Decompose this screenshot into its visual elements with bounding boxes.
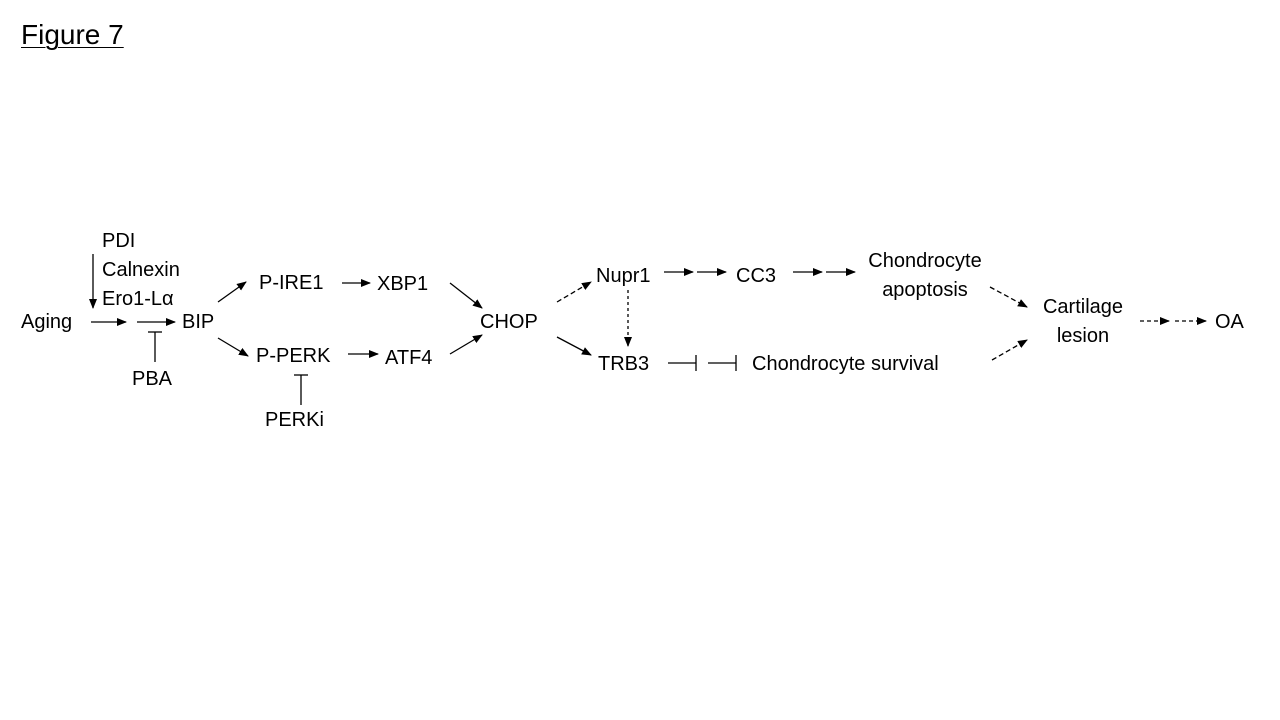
arrow-bip-to-pire1 [217, 281, 247, 303]
node-bip: BIP [182, 311, 215, 333]
node-cartilage-line2: lesion [1056, 325, 1110, 347]
node-ero1: Ero1-Lα [102, 288, 174, 310]
arrow-bip-to-pperk [217, 337, 249, 357]
node-atf4: ATF4 [385, 347, 433, 369]
node-apoptosis: Chondrocyte apoptosis [845, 249, 1005, 302]
arrow-chop-to-trb3 [556, 336, 592, 356]
node-chop: CHOP [480, 311, 538, 333]
node-pba: PBA [132, 368, 173, 390]
node-perki: PERKi [265, 409, 324, 431]
node-xbp1: XBP1 [377, 273, 429, 295]
node-pdi: PDI [102, 230, 136, 252]
node-pire1: P-IRE1 [259, 272, 324, 294]
arrow-apoptosis-to-lesion [989, 286, 1028, 308]
arrow-survival-to-lesion [991, 339, 1028, 361]
node-trb3: TRB3 [598, 353, 650, 375]
arrow-atf4-to-chop [449, 334, 483, 355]
figure-title: Figure 7 [21, 19, 124, 50]
node-calnexin: Calnexin [102, 259, 180, 281]
node-apoptosis-line2: apoptosis [882, 279, 968, 301]
node-cartilage-lesion: Cartilage lesion [1023, 295, 1143, 348]
node-oa: OA [1215, 311, 1244, 333]
node-cartilage-line1: Cartilage [1042, 296, 1124, 318]
node-pperk: P-PERK [256, 345, 331, 367]
node-nupr1: Nupr1 [596, 265, 651, 287]
node-cc3: CC3 [736, 265, 777, 287]
node-survival: Chondrocyte survival [752, 353, 939, 375]
arrow-chop-to-nupr1 [556, 281, 592, 303]
node-apoptosis-line1: Chondrocyte [868, 250, 982, 272]
node-aging: Aging [21, 311, 73, 333]
arrow-xbp1-to-chop [449, 282, 483, 309]
